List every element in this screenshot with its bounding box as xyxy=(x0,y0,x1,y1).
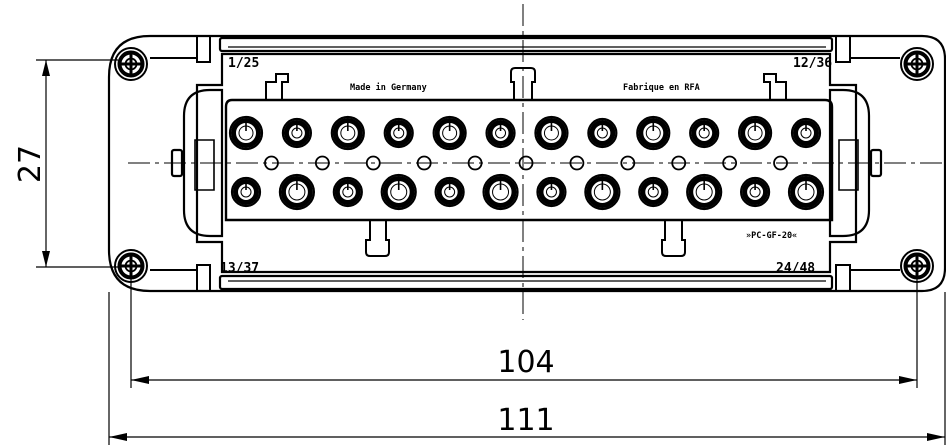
pin-hole-1 xyxy=(264,155,279,171)
center-lines xyxy=(128,4,943,320)
contact-carrier-outline xyxy=(224,98,834,222)
small-holes xyxy=(264,155,788,171)
channel-bars xyxy=(218,36,834,291)
label-top-right: 12/36 xyxy=(793,56,832,71)
contact-bottom-4 xyxy=(380,173,417,211)
pin-hole-8 xyxy=(620,155,636,171)
label-fabrique: Fabrique en RFA xyxy=(623,82,700,93)
label-bottom-right: 24/48 xyxy=(776,261,815,276)
label-made-in: Made in Germany xyxy=(350,82,427,93)
contact-top-5 xyxy=(432,115,467,151)
inner-frame-outline xyxy=(195,52,858,274)
contact-bottom-11 xyxy=(739,176,771,208)
latch-left xyxy=(170,88,224,238)
mounting-screw-1 xyxy=(114,47,148,81)
contact-bottom-5 xyxy=(434,176,465,208)
contact-top-3 xyxy=(330,115,365,151)
contact-top-10 xyxy=(689,117,720,149)
dimension-inner-width xyxy=(130,272,918,388)
contact-bottom-12 xyxy=(787,173,825,211)
contact-bottom-9 xyxy=(638,176,669,208)
pin-hole-7 xyxy=(569,155,585,171)
pin-hole-11 xyxy=(773,155,788,171)
pin-hole-5 xyxy=(467,155,483,171)
flange-steps xyxy=(150,36,900,291)
dimension-height xyxy=(36,59,118,268)
contact-top-6 xyxy=(485,117,516,149)
contacts-row-bottom xyxy=(230,173,825,211)
mounting-screws xyxy=(114,47,934,283)
contact-bottom-10 xyxy=(686,173,723,211)
coding-keys xyxy=(265,67,787,257)
label-bottom-left: 13/37 xyxy=(220,261,259,276)
contact-top-4 xyxy=(383,117,414,149)
label-top-left: 1/25 xyxy=(228,56,259,71)
outer-housing-outline xyxy=(107,34,946,293)
contact-top-11 xyxy=(737,115,773,151)
contact-bottom-8 xyxy=(584,173,621,211)
mounting-screw-2 xyxy=(900,47,934,81)
dimension-height-value: 27 xyxy=(13,145,48,183)
pin-hole-3 xyxy=(365,155,381,171)
latch-right xyxy=(828,88,883,238)
contact-top-7 xyxy=(534,115,569,151)
contact-top-1 xyxy=(228,115,264,151)
pin-hole-10 xyxy=(722,155,738,171)
pin-hole-9 xyxy=(671,155,687,171)
contact-bottom-1 xyxy=(230,176,262,208)
dimension-inner-width-value: 104 xyxy=(497,345,554,380)
pin-hole-2 xyxy=(314,155,330,171)
dimension-outer-width-value: 111 xyxy=(497,403,554,438)
pin-hole-6 xyxy=(518,155,534,171)
label-material: »PC-GF-20« xyxy=(746,231,797,241)
contact-bottom-7 xyxy=(536,176,567,208)
contact-bottom-6 xyxy=(482,173,519,211)
contact-top-8 xyxy=(587,117,618,149)
pin-hole-4 xyxy=(416,155,432,171)
contacts-row-top xyxy=(228,115,822,151)
contact-top-9 xyxy=(636,115,671,151)
contact-top-2 xyxy=(281,117,313,149)
contact-bottom-3 xyxy=(332,176,363,208)
dimension-outer-width xyxy=(108,292,946,445)
contact-bottom-2 xyxy=(278,173,316,211)
contact-top-12 xyxy=(790,117,822,149)
